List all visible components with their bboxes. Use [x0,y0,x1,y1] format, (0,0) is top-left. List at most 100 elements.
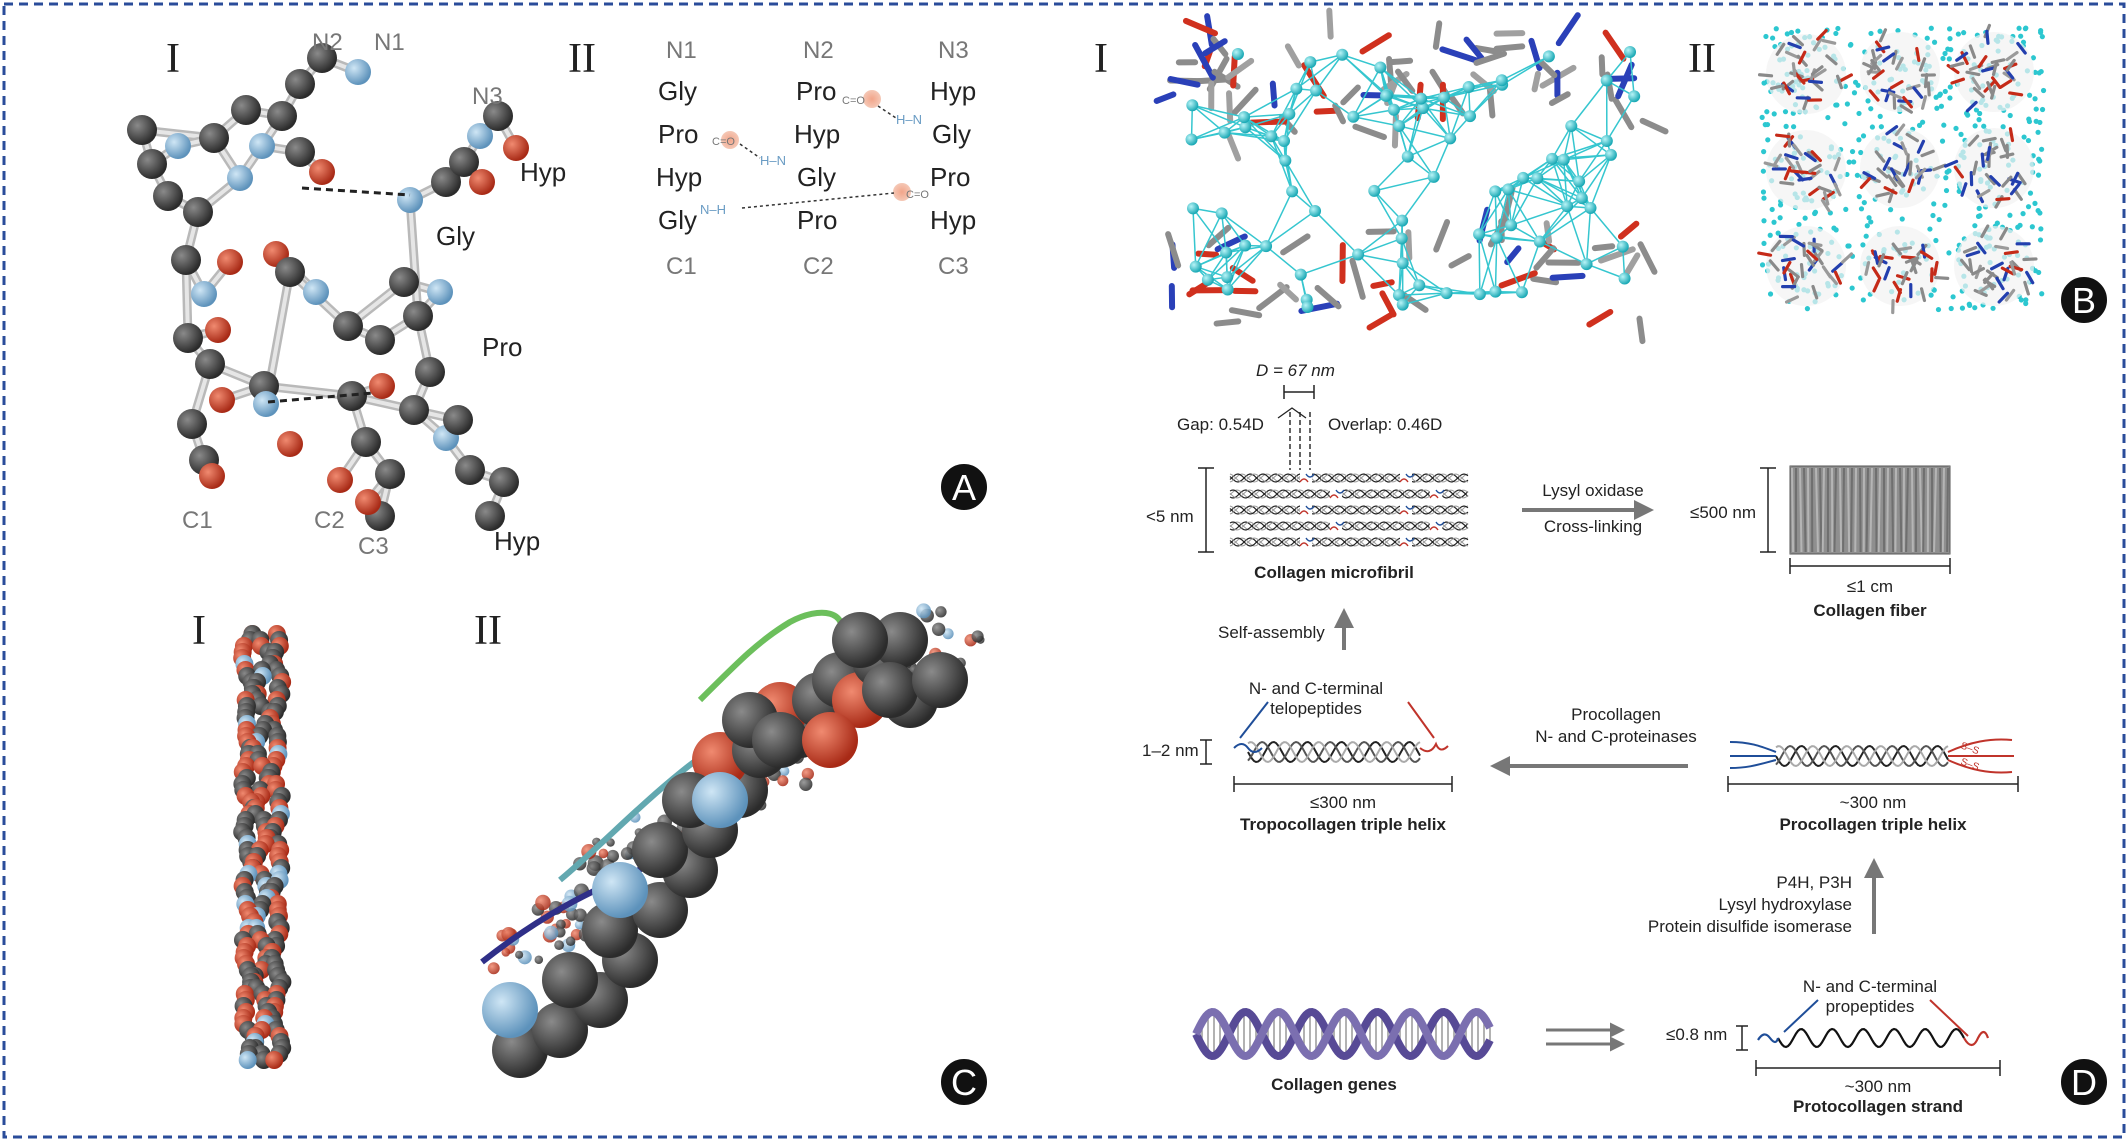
oxygen-atom [355,489,381,515]
water-molecule [2030,55,2037,61]
water-molecule [1761,149,1767,155]
backbone-ribbon [697,609,845,703]
water-molecule [1489,185,1502,198]
peptide-stick [2005,58,2016,72]
peptide-stick [1617,220,1640,240]
hydrogen-bond [1494,191,1498,238]
hydrogen-bond [1373,190,1403,222]
spacefill-atom [832,612,888,668]
oxygen-atom [327,467,353,493]
strand-width-label: ≤0.8 nm [1666,1025,1727,1044]
peptide-stick [1808,185,1822,197]
hydrogen-bond [1539,205,1568,242]
peptide-stick [1548,91,1571,107]
peptide-stick [1256,284,1290,312]
water-molecule [2036,269,2042,276]
water-molecule [2035,208,2041,214]
peptide-stick [1784,295,1800,304]
peptide-stick [1598,54,1606,78]
peptide-stick [1225,132,1242,162]
crosslinking-label: Cross-linking [1544,517,1642,536]
peptide-stick [1989,175,2001,187]
oxygen-highlight [893,183,911,201]
panel-c-roman-1: I [192,608,206,654]
procollagen-helix [1729,738,2014,774]
nitrogen-atom [249,133,275,159]
peptide-stick [1555,12,1581,47]
peptide-stick [2010,171,2020,186]
water-molecule [1846,159,1852,165]
water-molecule [2016,25,2022,31]
water-molecule [1616,240,1629,253]
hydrogen-bond [1352,95,1387,118]
water-molecule [1782,109,1789,115]
microfibril-strand [1229,505,1469,515]
water-molecule [1947,36,1953,42]
water-molecule [2033,106,2039,112]
peptide-stick [1349,257,1366,300]
peptide-stick [1980,152,1985,168]
water-molecule [1573,175,1586,188]
hydrogen-bond [1265,210,1316,247]
panel-c-badge-label: C [951,1062,977,1103]
hydrogen-bond [1522,177,1568,207]
peptide-stick [1999,152,2015,159]
hydrogen-bond [1357,219,1403,256]
carbon-atom [365,325,395,355]
water-molecule [1600,134,1613,147]
fiber-length-label: ≤1 cm [1847,577,1893,596]
collagen-genes-label: Collagen genes [1271,1075,1397,1094]
hydrogen-bond [1571,125,1608,142]
peptide-stick [1841,252,1854,264]
nitrogen-atom [467,123,493,149]
n-terminal-end [1305,537,1315,542]
c-propeptide [1947,738,2013,753]
peptide-stick [1805,253,1816,267]
propeptides-label-1: N- and C-terminal [1803,977,1937,996]
water-molecule [1396,214,1409,227]
nitrogen-atom [397,187,423,213]
microfibril-gap [1430,520,1442,532]
peptide-stick [1784,153,1799,161]
water-molecule [1936,216,1942,223]
hydrogen-bond [1192,208,1197,267]
side-chain-atom [515,950,524,959]
water-molecule [1769,206,1775,213]
disulfide-label: S–S [1959,756,1981,773]
water-molecule [2020,39,2027,45]
water-molecule [1943,175,1949,181]
peptide-stick [1999,137,2008,153]
peptide-stick [1791,238,1806,248]
water-molecule [1895,28,1901,34]
water-molecule [1877,28,1883,34]
hydrogen-bond [1586,263,1625,280]
water-molecule [1849,285,1855,291]
carbon-atom [231,95,261,125]
peptide-stick [1968,258,1974,274]
water-molecule [1239,239,1252,252]
water-molecule [1473,288,1486,301]
peptide-stick [1366,310,1396,331]
hydrogen-bond [1315,54,1343,92]
peptide-stick [1990,58,2006,65]
water-molecule [1495,74,1508,87]
c-terminal-end [1399,478,1409,483]
microfibril-strand [1229,521,1469,531]
panel-a-roman-1: I [166,36,180,82]
water-molecule [1764,109,1770,115]
water-molecule [2036,70,2042,76]
water-molecule [1301,301,1314,314]
oxygen-atom [205,317,231,343]
hydrogen-bond [1398,292,1447,296]
water-molecule [1972,123,1978,129]
oxygen-highlight [863,90,881,108]
angled-triple-helix-model [480,603,985,1078]
fiber-banding [1791,467,1795,553]
water-molecule [1946,26,1953,32]
water-molecule [1759,114,1765,120]
water-molecule [1942,202,1948,208]
water-molecule [1186,99,1199,112]
scheme-c1-r4: Gly [658,205,697,235]
microfibril-gap [1330,520,1342,532]
peptide-stick [1980,224,1990,239]
